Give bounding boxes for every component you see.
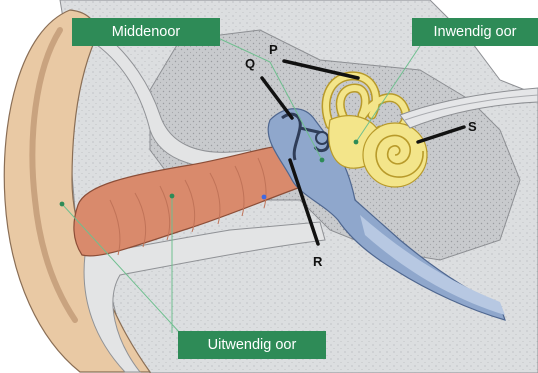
outer-ear-label: Uitwendig oor [178,331,326,359]
letter-r: R [313,254,322,269]
letter-p: P [269,42,278,57]
letter-s: S [468,119,477,134]
inner-ear-label: Inwendig oor [412,18,538,46]
middle-ear-label: Middenoor [72,18,220,46]
letter-q: Q [245,56,255,71]
stapes [316,132,328,144]
